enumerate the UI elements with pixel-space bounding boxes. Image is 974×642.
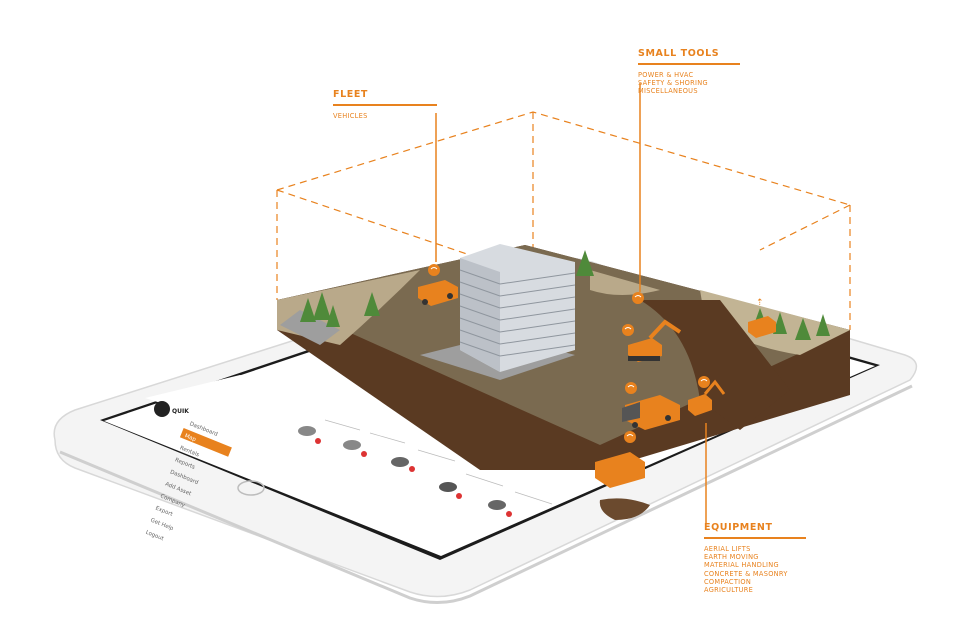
building [420, 244, 576, 380]
callout-equipment: EQUIPMENT AERIAL LIFTS EARTH MOVING MATE… [704, 522, 806, 594]
equipment-item: EARTH MOVING [704, 553, 759, 562]
equipment-item: MATERIAL HANDLING [704, 561, 779, 570]
equipment-item: AGRICULTURE [704, 586, 754, 595]
wifi-icon [624, 431, 636, 443]
fleet-truck [418, 280, 458, 306]
equipment-rule [704, 537, 806, 539]
small-tools-rule [638, 63, 740, 65]
fleet-items: VEHICLES [333, 112, 437, 120]
wifi-icon [632, 292, 644, 304]
app-logo: QUIK [154, 401, 189, 417]
equipment-item: COMPACTION [704, 577, 752, 586]
wifi-badges: ⇡ [428, 264, 764, 443]
equipment-items: AERIAL LIFTS EARTH MOVING MATERIAL HANDL… [704, 545, 806, 594]
wifi-icon: ⇡ [756, 298, 764, 308]
equipment-item: AERIAL LIFTS [704, 545, 751, 553]
wifi-icon [625, 382, 637, 394]
right-excavator [748, 316, 776, 338]
loader [688, 379, 726, 416]
home-button[interactable] [237, 480, 265, 496]
dump-truck [622, 395, 680, 430]
equipment-item: CONCRETE & MASONRY [704, 569, 788, 578]
sidebar-item[interactable]: Logout [145, 530, 165, 543]
sidebar-item[interactable]: Get Help [150, 518, 175, 533]
wifi-icon [622, 324, 634, 336]
sidebar-item[interactable]: Export [154, 506, 174, 519]
callout-small-tools: SMALL TOOLS POWER & HVAC SAFETY & SHORIN… [638, 48, 740, 96]
wifi-icon [428, 264, 440, 276]
app-screen: QUIK DashboardMapRentalsReportsDashboard… [145, 375, 553, 543]
equipment-title: EQUIPMENT [704, 522, 773, 533]
wifi-icon [698, 376, 710, 388]
svg-text:QUIK: QUIK [172, 408, 189, 415]
callout-fleet: FLEET VEHICLES [333, 89, 437, 120]
fleet-title: FLEET [333, 89, 369, 100]
dumping-truck [595, 452, 650, 520]
asset-list [298, 419, 553, 517]
small-tools-item: POWER & HVAC [638, 71, 694, 79]
small-tools-item: SAFETY & SHORING [638, 79, 708, 88]
small-tools-items: POWER & HVAC SAFETY & SHORING MISCELLANE… [638, 71, 740, 96]
fleet-rule [333, 104, 437, 106]
excavator [628, 319, 682, 362]
small-tools-item: MISCELLANEOUS [638, 87, 698, 96]
fleet-item: VEHICLES [333, 112, 368, 120]
wireframe-box [276, 111, 851, 330]
small-tools-title: SMALL TOOLS [638, 48, 720, 59]
sidebar-item-active[interactable]: Map [184, 433, 197, 443]
callout-lines [435, 83, 707, 524]
sidebar-item-active-bg [179, 427, 232, 457]
